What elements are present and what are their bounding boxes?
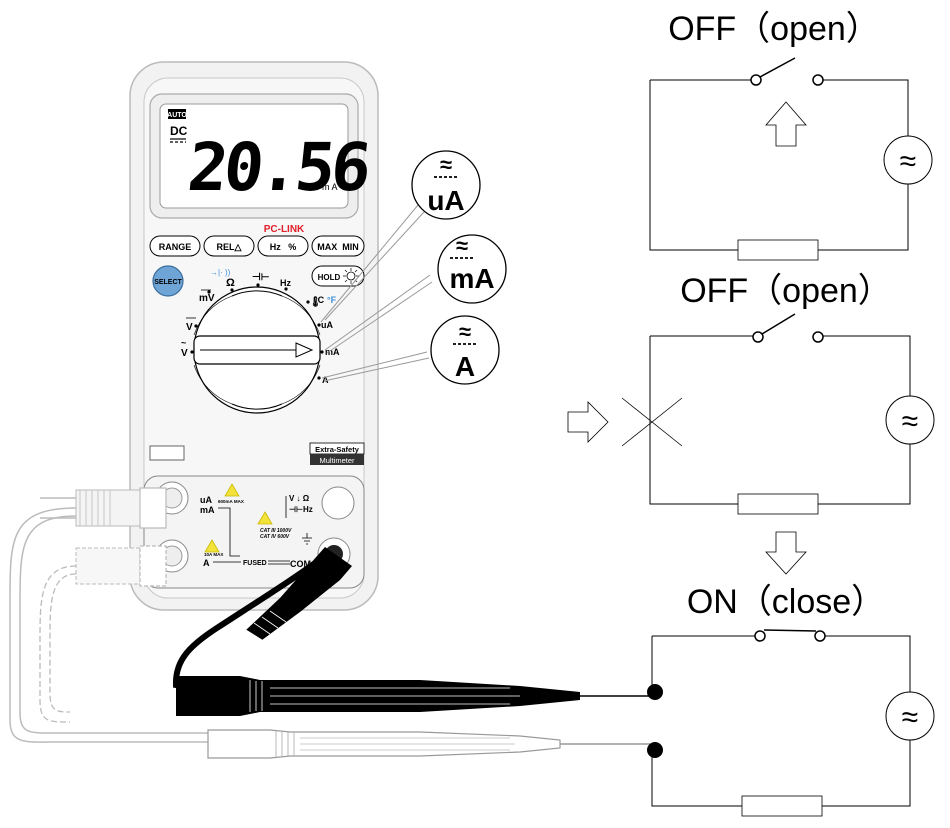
svg-text:≈: ≈ (440, 152, 452, 177)
thermometer-icon: 🌡 (309, 295, 322, 308)
lcd-screen (159, 103, 349, 209)
select-button[interactable]: SELECT (152, 265, 184, 297)
jack-label-com: COM (290, 559, 311, 569)
lcd-coupling: DC (170, 124, 188, 138)
probe-red (207, 729, 650, 759)
dial-label-temp-f: °F (327, 295, 337, 305)
resistor (737, 239, 819, 261)
right-arrow-icon (567, 401, 609, 443)
ac-source-symbol: ≈ (902, 405, 918, 438)
dial-label-ma: mA (325, 347, 340, 357)
warning-icon-com (257, 511, 273, 525)
test-lead-a-jack (39, 545, 167, 723)
ground-icon (302, 533, 312, 545)
ac-source (885, 691, 935, 741)
test-lead-red (9, 487, 208, 743)
probe-contact-point (647, 684, 663, 700)
jack-label-ma: mA (200, 505, 215, 515)
down-arrow-icon (765, 531, 807, 575)
lcd-value: 20.56 (184, 129, 372, 206)
jack-label-a: A (203, 558, 210, 568)
rel-button[interactable]: REL△ (203, 235, 255, 257)
hold-button[interactable]: HOLD (311, 265, 365, 287)
svg-text:Multimeter: Multimeter (319, 456, 355, 465)
svg-text:REL△: REL△ (217, 242, 243, 252)
dial-label-a: A (322, 375, 329, 385)
rotary-selector-dial[interactable] (193, 286, 321, 414)
svg-text:≈: ≈ (459, 319, 471, 344)
lcd-unit: m A (322, 182, 338, 192)
dial-label-ohm: Ω (226, 277, 235, 289)
svg-text:MAX MIN: MAX MIN (317, 242, 359, 252)
jack-label-v: V ↓ Ω (289, 494, 310, 503)
up-arrow-icon (765, 101, 807, 147)
dial-labels: →|· )) mV Ω ⊣⊢ Hz 🌡 °C °F V V ~ uA mA A (181, 268, 340, 385)
jack-label-ua: uA (200, 495, 212, 505)
circuit-1-label: OFF（open） (668, 10, 880, 48)
ac-source-symbol: ≈ (902, 701, 918, 734)
small-window (149, 445, 185, 461)
ac-source (883, 135, 933, 185)
ac-source (885, 395, 935, 445)
circuit-3-label: ON（close） (687, 583, 885, 621)
circuit-2-label: OFF（open） (680, 272, 892, 310)
hz-percent-button[interactable]: Hz % (257, 235, 309, 257)
lcd-mode: AUTO (167, 112, 187, 119)
dial-label-vac: V (181, 348, 188, 359)
svg-text:Hz %: Hz % (270, 242, 297, 252)
warning-icon (224, 483, 240, 497)
svg-text:HOLD: HOLD (318, 273, 341, 282)
cat-rating-1: CAT III 1000V (260, 528, 292, 534)
circuit-3: ON（close） ≈ (647, 583, 935, 817)
svg-text:Extra-Safety: Extra-Safety (315, 445, 360, 454)
svg-text:RANGE: RANGE (159, 242, 192, 252)
circuit-1: OFF（open） ≈ (649, 10, 933, 261)
resistor (741, 795, 823, 817)
svg-text:≈: ≈ (456, 233, 468, 258)
jack-v-ohm[interactable] (321, 486, 355, 520)
ac-source-symbol: ≈ (900, 145, 916, 178)
dial-label-cap: ⊣⊢ (252, 272, 270, 283)
dial-label-vdc: V (186, 322, 193, 333)
extra-safety-badge: Extra-Safety Multimeter (309, 442, 365, 465)
callout-ua: ≈ uA (411, 150, 481, 220)
backlight-icon (346, 271, 356, 281)
circuit-2: OFF（open） ≈ (621, 272, 935, 515)
svg-text:~: ~ (181, 338, 186, 348)
break-cross (621, 397, 683, 447)
svg-text:uA: uA (427, 185, 464, 216)
jack-rating-ua-ma: 600mA MAX (218, 499, 244, 504)
jack-rating-a: 10A MAX (204, 552, 223, 557)
max-min-button[interactable]: MAX MIN (311, 235, 365, 257)
range-button[interactable]: RANGE (149, 235, 201, 257)
resistor (737, 493, 819, 515)
svg-text:mA: mA (449, 263, 494, 294)
jack-panel (143, 475, 365, 589)
pc-link-label: PC-LINK (264, 224, 305, 235)
dial-label-mv: mV (199, 293, 215, 304)
multimeter: AUTO DC 20.56 m A PC-LINK RANGE REL△ Hz … (129, 61, 379, 611)
probe-contact-point (647, 742, 663, 758)
jack-label-hz: ⊣⊢Hz (289, 504, 313, 514)
svg-text:SELECT: SELECT (154, 279, 182, 286)
warning-icon-a (204, 539, 220, 553)
lcd-auto-box (168, 109, 186, 119)
svg-text:A: A (455, 351, 475, 382)
callout-leaders (320, 204, 433, 382)
dial-label-hz: Hz (280, 278, 291, 288)
dial-label-ua: uA (321, 320, 333, 330)
diode-icon: →|· )) (210, 268, 231, 277)
test-lead-black (172, 547, 650, 716)
callout-ma: ≈ mA (437, 233, 507, 304)
callout-a: ≈ A (430, 315, 500, 385)
fused-label: FUSED (243, 560, 267, 567)
dial-label-temp: °C (314, 295, 325, 305)
cat-rating-2: CAT IV 600V (260, 534, 290, 540)
